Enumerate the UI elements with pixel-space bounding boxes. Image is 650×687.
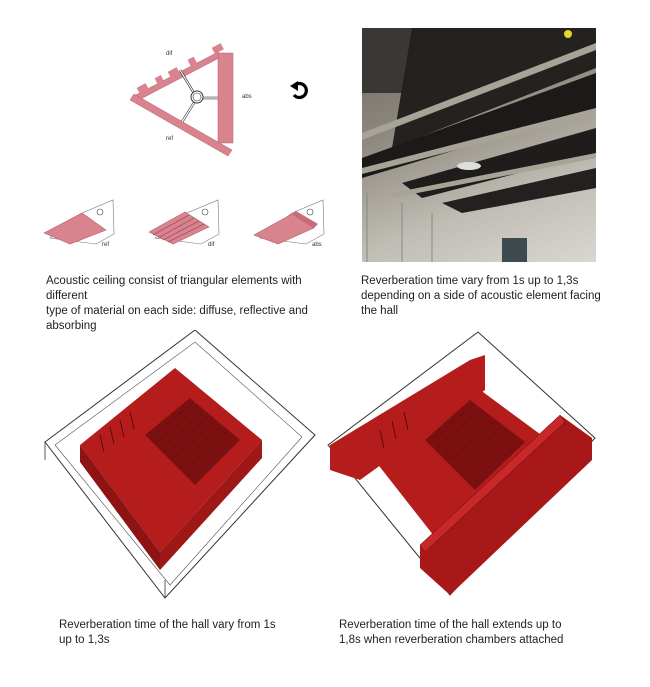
caption-hall-base: Reverberation time of the hall vary from… bbox=[59, 618, 299, 648]
triangle-section-diagram bbox=[129, 43, 234, 157]
hall-diagram-chambers bbox=[327, 331, 596, 596]
caption-line: Reverberation time of the hall extends u… bbox=[339, 619, 562, 631]
caption-line: 1,8s when reverberation chambers attache… bbox=[339, 634, 564, 646]
caption-reverberation-element: Reverberation time vary from 1s up to 1,… bbox=[361, 274, 641, 319]
element-view-abs bbox=[253, 199, 325, 245]
caption-hall-chambers: Reverberation time of the hall extends u… bbox=[339, 618, 619, 648]
element-label-abs: abs bbox=[312, 242, 322, 248]
caption-line: up to 1,3s bbox=[59, 634, 110, 646]
acoustic-ceiling-photo bbox=[362, 28, 596, 262]
caption-line: absorbing bbox=[46, 320, 97, 332]
caption-line: the hall bbox=[361, 305, 399, 317]
element-label-dif: dif bbox=[208, 242, 215, 248]
caption-line: Acoustic ceiling consist of triangular e… bbox=[46, 275, 302, 302]
caption-line: depending on a side of acoustic element … bbox=[361, 290, 601, 302]
element-view-dif bbox=[148, 199, 220, 245]
label-dif: dif bbox=[166, 51, 173, 57]
element-label-ref: ref bbox=[102, 242, 110, 248]
hall-diagram-base bbox=[44, 330, 316, 599]
caption-acoustic-ceiling: Acoustic ceiling consist of triangular e… bbox=[46, 274, 346, 334]
element-view-ref bbox=[43, 199, 115, 245]
rotate-counterclockwise-icon bbox=[290, 81, 308, 100]
caption-line: Reverberation time vary from 1s up to 1,… bbox=[361, 275, 579, 287]
caption-line: type of material on each side: diffuse, … bbox=[46, 305, 308, 317]
photo-ceiling-elements bbox=[362, 28, 596, 262]
label-abs: abs bbox=[242, 94, 252, 100]
caption-line: Reverberation time of the hall vary from… bbox=[59, 619, 276, 631]
label-ref: ref bbox=[166, 136, 174, 142]
